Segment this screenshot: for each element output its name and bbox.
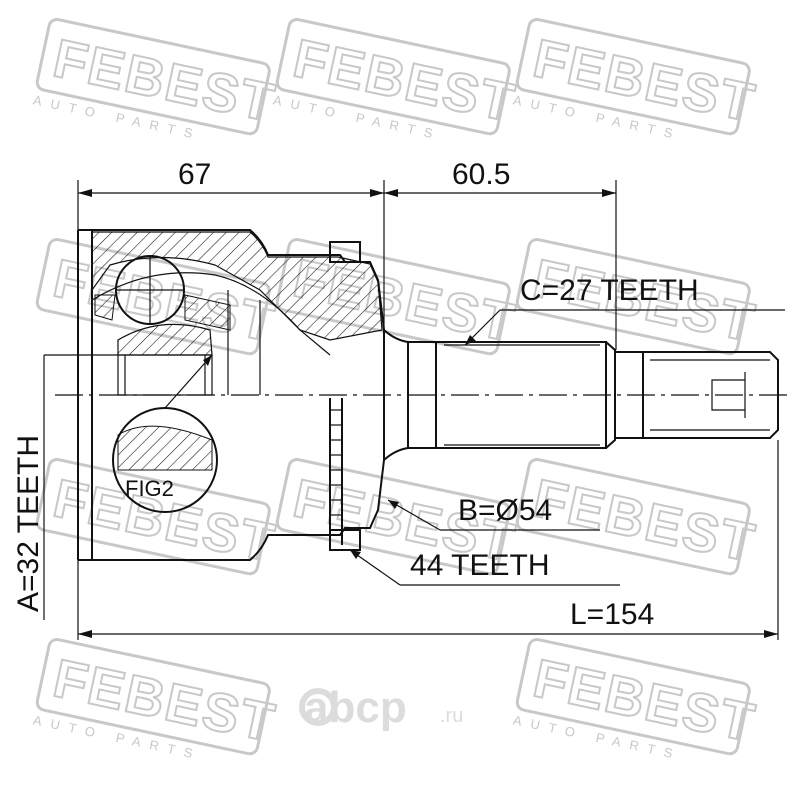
- ball-cage: [94, 255, 231, 396]
- abs-ring: [329, 241, 361, 551]
- site-watermark-tld: .ru: [440, 705, 463, 727]
- watermark-brand: FEBEST: [528, 28, 761, 133]
- dim-label-60-5: 60.5: [452, 158, 510, 191]
- diameter-label: B=Ø54: [458, 494, 552, 527]
- watermark-brand: FEBEST: [528, 648, 761, 753]
- fig2-label: FIG2: [125, 476, 174, 501]
- site-watermark: abcp .ru: [299, 683, 463, 732]
- watermark-group: FEBEST AUTO PARTS FEBEST AUTO PARTS FEBE…: [32, 17, 762, 763]
- outer-teeth-label: A=32 TEETH: [12, 435, 45, 612]
- abs-teeth-label: 44 TEETH: [410, 549, 550, 582]
- watermark-brand: FEBEST: [48, 648, 281, 753]
- dim-label-67: 67: [178, 158, 211, 191]
- watermark-brand: FEBEST: [288, 28, 521, 133]
- site-watermark-main: abcp: [304, 683, 407, 732]
- inner-teeth-label: C=27 TEETH: [520, 274, 699, 307]
- dimension-lines: [43, 180, 785, 640]
- total-length-label: L=154: [570, 598, 654, 631]
- fig2-detail: FIG2: [112, 354, 218, 513]
- watermark-brand: FEBEST: [528, 468, 761, 573]
- watermark-brand: FEBEST: [48, 28, 281, 133]
- shaft: [383, 329, 779, 461]
